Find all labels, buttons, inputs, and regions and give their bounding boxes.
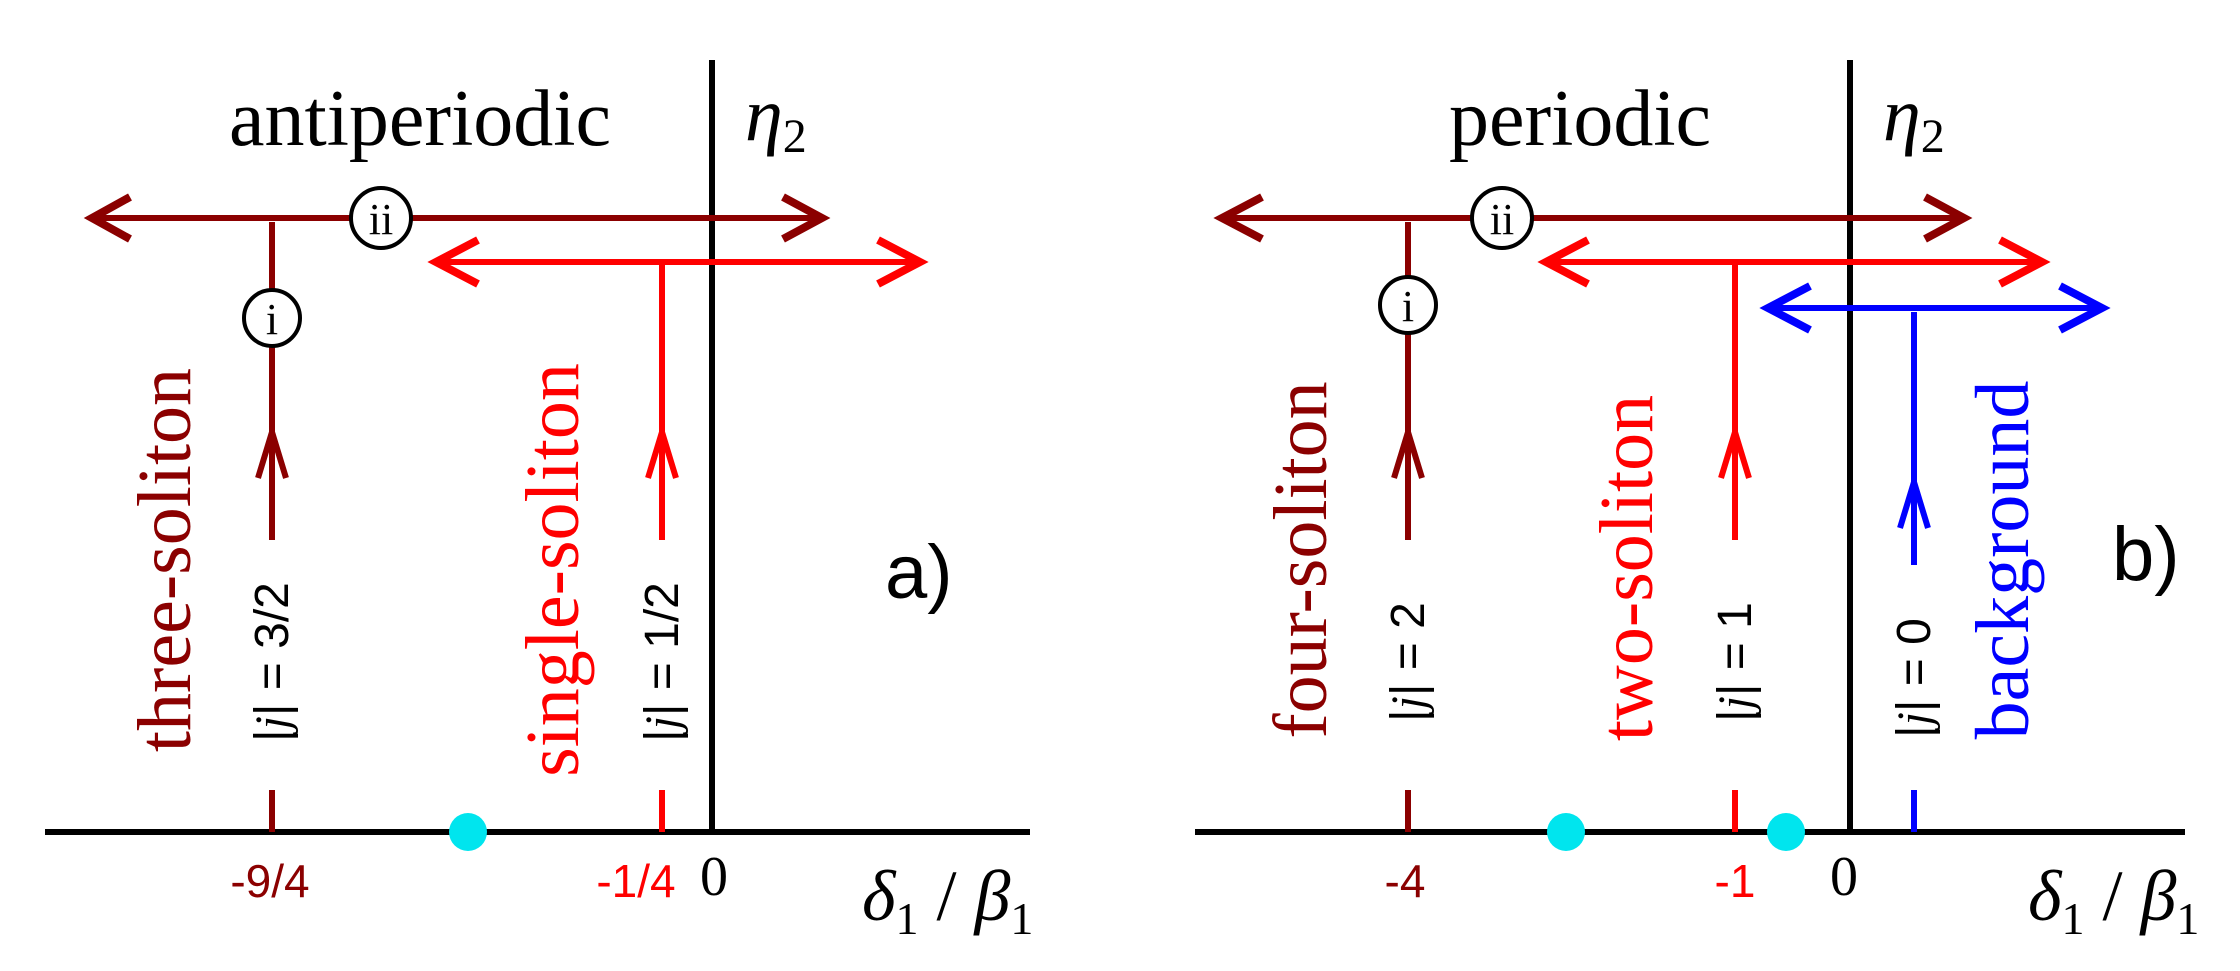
three-soliton-label: three-soliton	[123, 368, 207, 752]
arrowhead-left	[83, 193, 132, 243]
four-soliton-label: four-soliton	[1259, 381, 1343, 738]
svg-text:i: i	[266, 295, 278, 344]
label-gap	[1892, 565, 1936, 790]
arrowhead-left	[427, 236, 480, 288]
arrowhead-right	[1998, 236, 2051, 288]
arrowhead-right	[1923, 193, 1973, 243]
arrowhead-right	[876, 236, 929, 288]
svg-text:i: i	[1402, 282, 1414, 331]
tick-label: -9/4	[230, 855, 309, 907]
cyan-point	[1767, 813, 1805, 851]
j-label: |j| = 2	[1382, 602, 1435, 722]
origin-label: 0	[1830, 846, 1858, 908]
single-soliton-arrowhead	[645, 421, 679, 479]
eta2-label: η2	[1883, 73, 1945, 163]
panel-title: antiperiodic	[229, 75, 611, 163]
tick-label: -1/4	[596, 855, 675, 907]
background-label: background	[1961, 381, 2045, 740]
arrowhead-left	[1537, 236, 1590, 288]
origin-label: 0	[700, 846, 728, 908]
marker-ii: ii	[1470, 186, 1534, 250]
single-soliton-label: single-soliton	[511, 363, 595, 777]
j-label: |j| = 1	[1709, 602, 1762, 722]
j-label: |j| = 1/2	[636, 582, 689, 742]
j-label: |j| = 0	[1888, 618, 1941, 738]
cyan-point	[449, 813, 487, 851]
tick-label: -1	[1715, 855, 1756, 907]
panel-a: antiperiodic η2 δ1 / β1 0 a) -9/4 -1/4 i	[45, 60, 1033, 944]
marker-ii: ii	[349, 186, 413, 250]
eta2-label: η2	[745, 73, 807, 163]
panel-b: periodic η2 δ1 / β1 0 b) -4 -1 i	[1195, 60, 2199, 944]
four-soliton-arrowhead	[1391, 421, 1425, 479]
three-soliton-arrowhead	[255, 421, 289, 479]
panel-title: periodic	[1449, 75, 1711, 163]
label-gap	[1713, 540, 1757, 790]
label-gap	[1386, 540, 1430, 790]
arrowhead-right	[781, 193, 831, 243]
panel-label: b)	[2112, 512, 2180, 597]
x-axis-label: δ1 / β1	[2028, 856, 2199, 944]
two-soliton-label: two-soliton	[1585, 395, 1669, 741]
marker-i: i	[242, 288, 302, 348]
arrowhead-right	[2058, 282, 2111, 334]
label-gap	[640, 540, 684, 790]
svg-text:ii: ii	[369, 195, 393, 244]
marker-i: i	[1378, 275, 1438, 335]
label-gap	[250, 540, 294, 790]
arrowhead-left	[1213, 193, 1264, 243]
j-label: |j| = 3/2	[246, 582, 299, 742]
arrowhead-left	[1759, 282, 1812, 334]
background-arrowhead	[1897, 471, 1931, 529]
cyan-point	[1547, 813, 1585, 851]
two-soliton-arrowhead	[1718, 421, 1752, 479]
tick-label: -4	[1385, 855, 1426, 907]
panel-label: a)	[885, 530, 953, 615]
x-axis-label: δ1 / β1	[862, 856, 1033, 944]
svg-text:ii: ii	[1490, 195, 1514, 244]
